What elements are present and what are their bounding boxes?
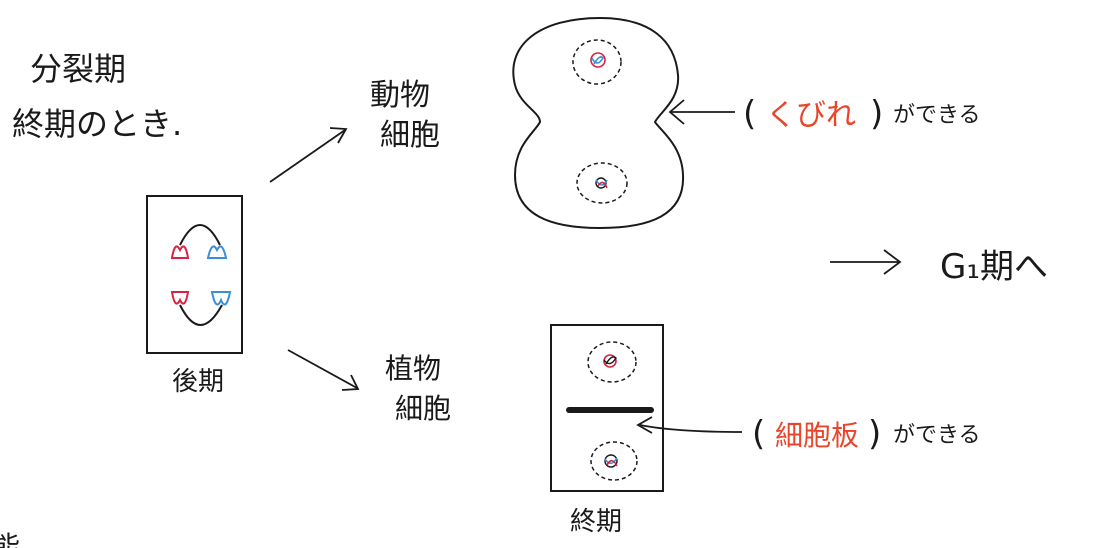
title-line-1: 分裂期 xyxy=(30,50,126,88)
plant-blank-suffix: ができる xyxy=(893,423,981,448)
arrow-to-animal-icon xyxy=(269,127,348,183)
anaphase-label: 後期 xyxy=(172,367,224,397)
animal-cell-telophase xyxy=(512,16,685,230)
animal-blank-close: ) xyxy=(870,94,883,134)
arrow-to-cell-plate-icon xyxy=(636,416,743,434)
plant-cell-telophase xyxy=(550,324,664,492)
animal-cell-label-line-1: 動物 xyxy=(370,78,430,113)
chromosome-red-bottom-icon xyxy=(170,291,190,305)
plant-blank-close: ) xyxy=(868,414,881,454)
chromosome-blue-top-icon xyxy=(206,245,228,259)
chromosome-blue-bottom-icon xyxy=(210,291,232,306)
anaphase-cell xyxy=(146,195,243,354)
plant-blank-answer: 細胞板 xyxy=(775,419,859,452)
arrow-next-phase-icon xyxy=(830,249,902,275)
arrow-to-plant-icon xyxy=(287,349,360,391)
plant-blank-open: ( xyxy=(752,414,765,454)
chromosome-red-top-icon xyxy=(170,245,190,259)
animal-blank-answer: くびれ xyxy=(766,98,856,133)
animal-blank-suffix: ができる xyxy=(893,103,981,128)
next-phase-label: G₁期へ xyxy=(940,247,1048,287)
telophase-label: 終期 xyxy=(570,507,622,537)
cut-off-label: 能 xyxy=(0,530,20,548)
animal-blank-open: ( xyxy=(743,94,756,134)
plant-cell-label-line-2: 細胞 xyxy=(395,392,451,425)
arrow-to-furrow-icon xyxy=(668,99,735,125)
title-line-2: 終期のとき. xyxy=(12,105,182,143)
animal-cell-label-line-2: 細胞 xyxy=(380,118,440,153)
plant-cell-label-line-1: 植物 xyxy=(385,352,441,385)
